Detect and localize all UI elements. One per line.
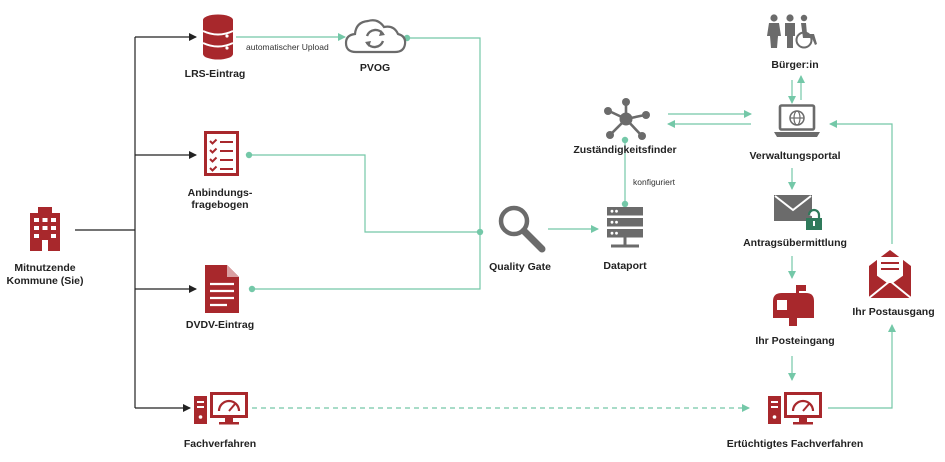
upload-edge-label: automatischer Upload <box>246 42 329 52</box>
laptop-globe-icon <box>774 104 820 137</box>
computer-gauge-icon <box>194 392 248 425</box>
fachverfahren-label: Fachverfahren <box>183 438 257 450</box>
dataport-label: Dataport <box>603 260 647 272</box>
pvog-label: PVOG <box>359 62 391 74</box>
mitnutzende-label: Mitnutzende Kommune (Sie) <box>6 262 84 287</box>
anbindung-label-line1: Anbindungs- <box>187 187 253 199</box>
buerger-label: Bürger:in <box>771 59 819 71</box>
verwaltungsportal-label: Verwaltungsportal <box>749 150 841 162</box>
people-icon <box>767 14 817 49</box>
quality-gate-label: Quality Gate <box>489 261 551 273</box>
magnifier-icon <box>498 205 546 253</box>
antragsuebermittlung-label: Antragsübermittlung <box>743 237 847 249</box>
building-icon <box>30 207 60 251</box>
mailbox-icon <box>773 285 814 326</box>
mail-lock-icon <box>774 195 822 230</box>
zustaendigkeitsfinder-label: Zuständigkeitsfinder <box>573 144 677 156</box>
database-icon <box>202 14 234 60</box>
postausgang-label: Ihr Postausgang <box>852 306 935 318</box>
network-icon <box>604 98 650 140</box>
branch-connectors <box>75 33 197 412</box>
computer-gauge-icon <box>768 392 822 425</box>
green-connectors <box>236 33 896 412</box>
open-envelope-icon <box>868 250 912 299</box>
posteingang-label: Ihr Posteingang <box>755 335 835 347</box>
lrs-label: LRS-Eintrag <box>184 68 246 80</box>
konfiguriert-edge-label: konfiguriert <box>633 177 676 187</box>
cloud-sync-icon <box>344 19 407 54</box>
ertuechtigt-label: Ertüchtigtes Fachverfahren <box>726 438 864 450</box>
document-icon <box>205 265 239 313</box>
server-icon <box>607 207 643 248</box>
connector-dots <box>245 34 629 293</box>
anbindung-label-line2: fragebogen <box>191 199 249 211</box>
dvdv-label: DVDV-Eintrag <box>185 319 255 331</box>
checklist-icon <box>204 131 239 176</box>
